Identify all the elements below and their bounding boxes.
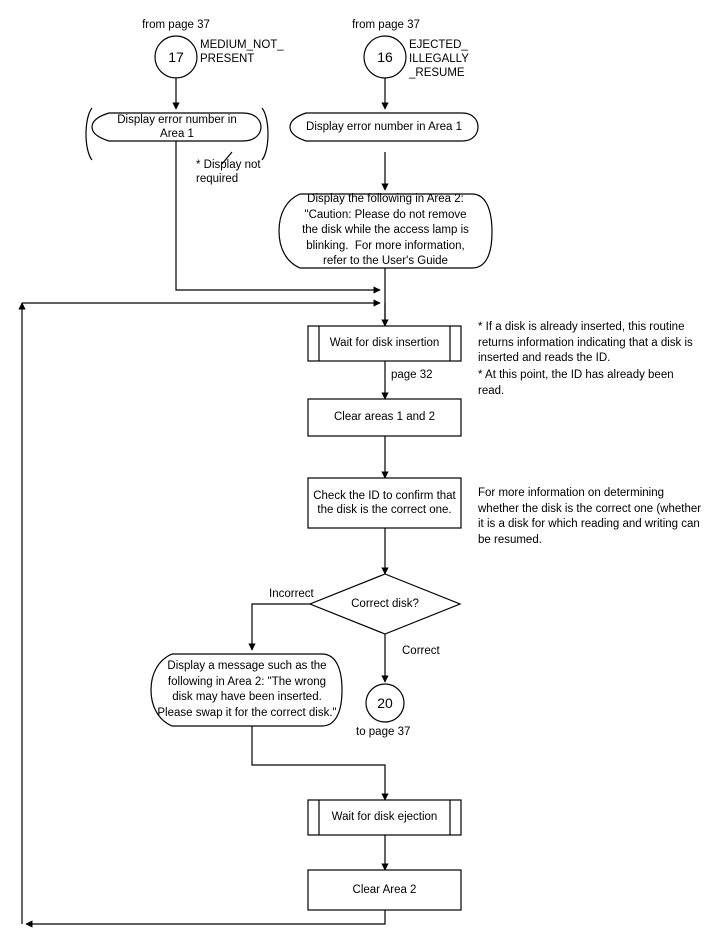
node-clear-area-2: Clear Area 2 bbox=[352, 883, 417, 896]
node-wait-insertion: Wait for disk insertion bbox=[329, 337, 440, 350]
to-page-label: to page 37 bbox=[356, 726, 411, 738]
connector-number-17: 17 bbox=[168, 49, 184, 65]
edge-label-page-32: page 32 bbox=[391, 369, 433, 381]
node-display-error-left: Display error number in Area 1 bbox=[117, 113, 237, 141]
node-display-wrong-disk: Display a message such as the following … bbox=[157, 660, 337, 719]
note-check-id-details: For more information on determining whet… bbox=[478, 487, 702, 546]
note-id-already-read: * At this point, the ID has already been… bbox=[478, 369, 674, 397]
connector-number-20: 20 bbox=[377, 695, 393, 711]
edge-wrong-disk-to-wait-ejection bbox=[251, 726, 389, 801]
edge-display-left-to-spine bbox=[175, 141, 381, 294]
leader-display-not-required bbox=[221, 151, 233, 165]
edge-label-display-not-required: * Display not required bbox=[196, 159, 261, 185]
node-clear-areas: Clear areas 1 and 2 bbox=[333, 411, 435, 424]
connector-number-16: 16 bbox=[377, 49, 393, 65]
node-decision-correct-disk: Correct disk? bbox=[351, 597, 419, 610]
from-page-label-left: from page 37 bbox=[142, 19, 210, 31]
connector-name-medium-not-present: MEDIUM_NOT_ PRESENT bbox=[200, 39, 284, 65]
edge-label-correct: Correct bbox=[402, 645, 440, 657]
shape-display-error-left bbox=[91, 112, 262, 142]
node-wait-ejection: Wait for disk ejection bbox=[331, 811, 438, 824]
note-wait-insertion-behavior: * If a disk is already inserted, this ro… bbox=[478, 321, 693, 364]
node-check-id: Check the ID to confirm that the disk is… bbox=[313, 489, 456, 517]
node-display-caution: Display the following in Area 2: "Cautio… bbox=[302, 193, 469, 268]
edge-label-incorrect: Incorrect bbox=[269, 588, 314, 600]
shape-display-wrong-disk bbox=[150, 653, 343, 727]
edge-incorrect-branch bbox=[248, 603, 310, 651]
paren-left-open bbox=[85, 107, 93, 161]
shape-display-caution bbox=[278, 193, 493, 269]
edge-clear-area2-to-loopback bbox=[25, 910, 386, 928]
shape-display-error-right bbox=[289, 112, 479, 142]
node-display-error-right: Display error number in Area 1 bbox=[306, 120, 462, 133]
from-page-label-right: from page 37 bbox=[352, 19, 420, 31]
connector-circle-20 bbox=[365, 683, 405, 723]
connector-name-ejected-illegally-resume: EJECTED_ ILLEGALLY _RESUME bbox=[409, 39, 469, 79]
paren-left-close bbox=[261, 107, 269, 161]
shape-clear-area-2 bbox=[307, 869, 462, 911]
